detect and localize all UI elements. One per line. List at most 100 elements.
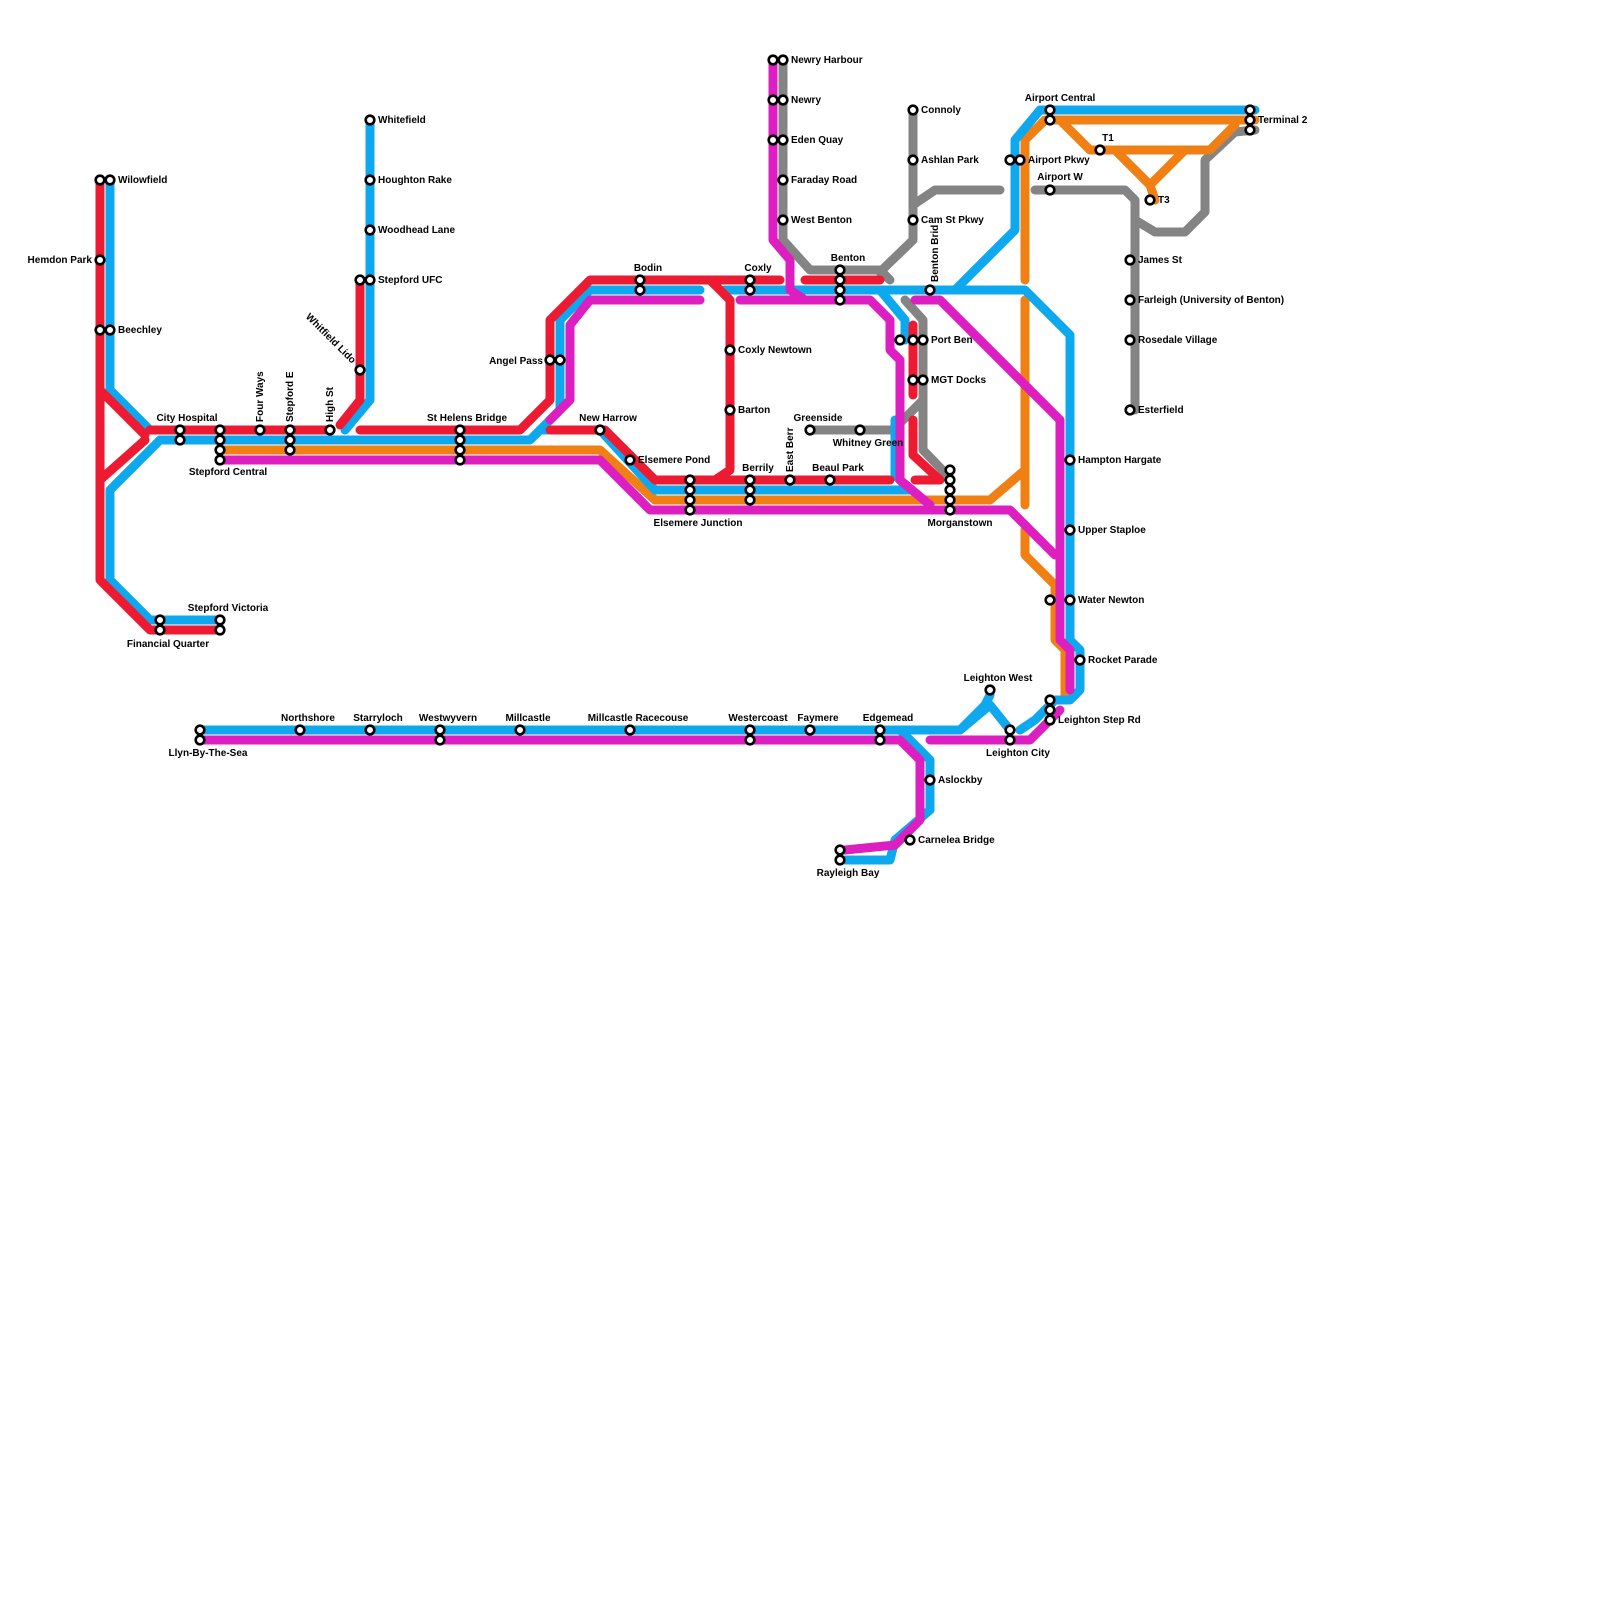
station-marker[interactable]: [919, 336, 928, 345]
station-marker[interactable]: [216, 436, 225, 445]
station-marker[interactable]: [806, 726, 815, 735]
station-marker[interactable]: [946, 476, 955, 485]
station-marker[interactable]: [1006, 156, 1015, 165]
station-marker[interactable]: [596, 426, 605, 435]
station-marker[interactable]: [1046, 186, 1055, 195]
station-marker[interactable]: [1246, 106, 1255, 115]
station-marker[interactable]: [946, 486, 955, 495]
station-marker[interactable]: [286, 436, 295, 445]
station-marker[interactable]: [906, 836, 915, 845]
station-marker[interactable]: [1096, 146, 1105, 155]
station-marker[interactable]: [909, 216, 918, 225]
station-marker[interactable]: [196, 726, 205, 735]
station-marker[interactable]: [779, 56, 788, 65]
station-marker[interactable]: [909, 106, 918, 115]
station-marker[interactable]: [456, 426, 465, 435]
station-marker[interactable]: [836, 846, 845, 855]
station-marker[interactable]: [786, 476, 795, 485]
station-marker[interactable]: [216, 626, 225, 635]
station-marker[interactable]: [946, 496, 955, 505]
station-marker[interactable]: [686, 496, 695, 505]
station-marker[interactable]: [726, 406, 735, 415]
station-marker[interactable]: [436, 726, 445, 735]
station-marker[interactable]: [909, 156, 918, 165]
station-marker[interactable]: [456, 446, 465, 455]
station-marker[interactable]: [366, 176, 375, 185]
station-marker[interactable]: [356, 276, 365, 285]
station-marker[interactable]: [769, 136, 778, 145]
station-marker[interactable]: [726, 346, 735, 355]
station-marker[interactable]: [326, 426, 335, 435]
station-marker[interactable]: [366, 276, 375, 285]
station-marker[interactable]: [779, 136, 788, 145]
station-marker[interactable]: [769, 96, 778, 105]
station-marker[interactable]: [746, 276, 755, 285]
station-marker[interactable]: [216, 426, 225, 435]
station-marker[interactable]: [216, 446, 225, 455]
station-marker[interactable]: [636, 286, 645, 295]
station-marker[interactable]: [636, 276, 645, 285]
station-marker[interactable]: [1146, 196, 1155, 205]
station-marker[interactable]: [1246, 126, 1255, 135]
station-marker[interactable]: [836, 286, 845, 295]
station-marker[interactable]: [746, 736, 755, 745]
station-marker[interactable]: [96, 176, 105, 185]
station-marker[interactable]: [779, 216, 788, 225]
station-marker[interactable]: [106, 176, 115, 185]
station-marker[interactable]: [686, 476, 695, 485]
station-marker[interactable]: [926, 286, 935, 295]
station-marker[interactable]: [286, 426, 295, 435]
station-marker[interactable]: [296, 726, 305, 735]
station-marker[interactable]: [686, 486, 695, 495]
station-marker[interactable]: [1046, 596, 1055, 605]
station-marker[interactable]: [556, 356, 565, 365]
station-marker[interactable]: [286, 446, 295, 455]
station-marker[interactable]: [806, 426, 815, 435]
station-marker[interactable]: [1066, 526, 1075, 535]
station-marker[interactable]: [96, 326, 105, 335]
station-marker[interactable]: [1126, 336, 1135, 345]
station-marker[interactable]: [626, 726, 635, 735]
station-marker[interactable]: [196, 736, 205, 745]
station-marker[interactable]: [836, 276, 845, 285]
station-marker[interactable]: [1006, 736, 1015, 745]
station-marker[interactable]: [1006, 726, 1015, 735]
station-marker[interactable]: [106, 326, 115, 335]
station-marker[interactable]: [746, 726, 755, 735]
station-marker[interactable]: [456, 456, 465, 465]
station-marker[interactable]: [746, 486, 755, 495]
station-marker[interactable]: [1126, 256, 1135, 265]
station-marker[interactable]: [826, 476, 835, 485]
station-marker[interactable]: [1066, 456, 1075, 465]
station-marker[interactable]: [746, 476, 755, 485]
station-marker[interactable]: [836, 856, 845, 865]
station-marker[interactable]: [836, 266, 845, 275]
station-marker[interactable]: [1246, 116, 1255, 125]
station-marker[interactable]: [876, 726, 885, 735]
station-marker[interactable]: [1016, 156, 1025, 165]
station-marker[interactable]: [516, 726, 525, 735]
station-marker[interactable]: [156, 616, 165, 625]
station-marker[interactable]: [836, 296, 845, 305]
station-marker[interactable]: [946, 506, 955, 515]
station-marker[interactable]: [1076, 656, 1085, 665]
station-marker[interactable]: [1046, 116, 1055, 125]
station-marker[interactable]: [876, 736, 885, 745]
station-marker[interactable]: [366, 116, 375, 125]
station-marker[interactable]: [1046, 706, 1055, 715]
station-marker[interactable]: [779, 176, 788, 185]
station-marker[interactable]: [366, 226, 375, 235]
station-marker[interactable]: [356, 366, 365, 375]
station-marker[interactable]: [769, 56, 778, 65]
station-marker[interactable]: [909, 336, 918, 345]
station-marker[interactable]: [909, 376, 918, 385]
station-marker[interactable]: [919, 376, 928, 385]
station-marker[interactable]: [946, 466, 955, 475]
station-marker[interactable]: [456, 436, 465, 445]
station-marker[interactable]: [746, 286, 755, 295]
station-marker[interactable]: [626, 456, 635, 465]
station-marker[interactable]: [96, 256, 105, 265]
station-marker[interactable]: [1066, 596, 1075, 605]
station-marker[interactable]: [986, 686, 995, 695]
station-marker[interactable]: [366, 726, 375, 735]
